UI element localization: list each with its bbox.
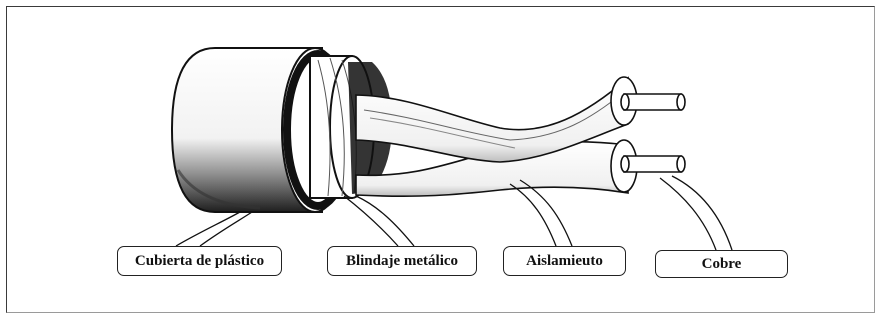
leader-blindaje-2	[356, 196, 414, 246]
label-aislamiento: Aislamieuto	[503, 246, 626, 276]
label-cubierta: Cubierta de plástico	[117, 246, 282, 276]
copper-conductor	[621, 94, 685, 172]
leader-cobre	[660, 178, 716, 250]
label-cobre: Cobre	[655, 250, 788, 278]
insulation	[356, 77, 637, 196]
leader-blindaje	[344, 196, 398, 246]
leader-aislamiento-2	[520, 180, 572, 246]
leader-cobre-2	[672, 176, 732, 250]
leader-aislamiento	[510, 184, 556, 246]
label-blindaje: Blindaje metálico	[327, 246, 477, 276]
